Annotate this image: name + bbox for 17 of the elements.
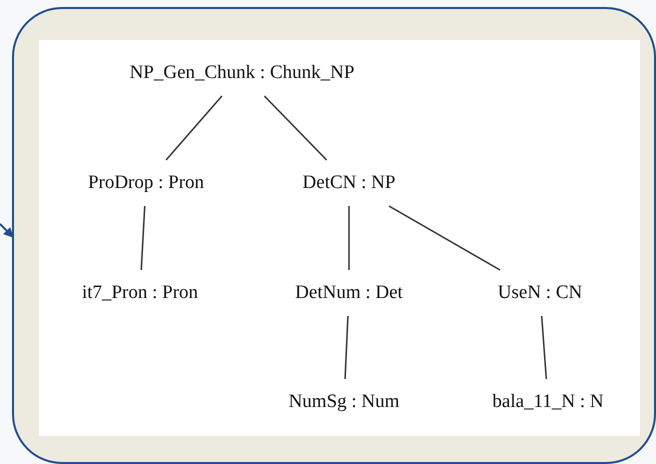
- tree-node-label: NP_Gen_Chunk : Chunk_NP: [126, 50, 358, 96]
- tree-branch-line: [540, 316, 548, 380]
- tree-node-label: it7_Pron : Pron: [78, 270, 202, 316]
- tree-branch-line: [348, 206, 350, 270]
- tree-branch-line: [166, 96, 222, 160]
- tree-node-label: ProDrop : Pron: [84, 160, 208, 206]
- tree-node-label: bala_11_N : N: [488, 379, 608, 425]
- tree-branch-line: [264, 95, 328, 161]
- tree-node-label: DetCN : NP: [298, 160, 400, 206]
- tree-node-label: UseN : CN: [494, 270, 586, 316]
- tree-branch-line: [388, 205, 500, 271]
- tree-branch-line: [140, 206, 146, 270]
- arrow: [0, 223, 14, 238]
- tree-node-label: DetNum : Det: [291, 270, 407, 316]
- panel-background: [12, 7, 656, 464]
- tree-node-label: NumSg : Num: [284, 379, 404, 425]
- tree-branch-line: [344, 316, 349, 380]
